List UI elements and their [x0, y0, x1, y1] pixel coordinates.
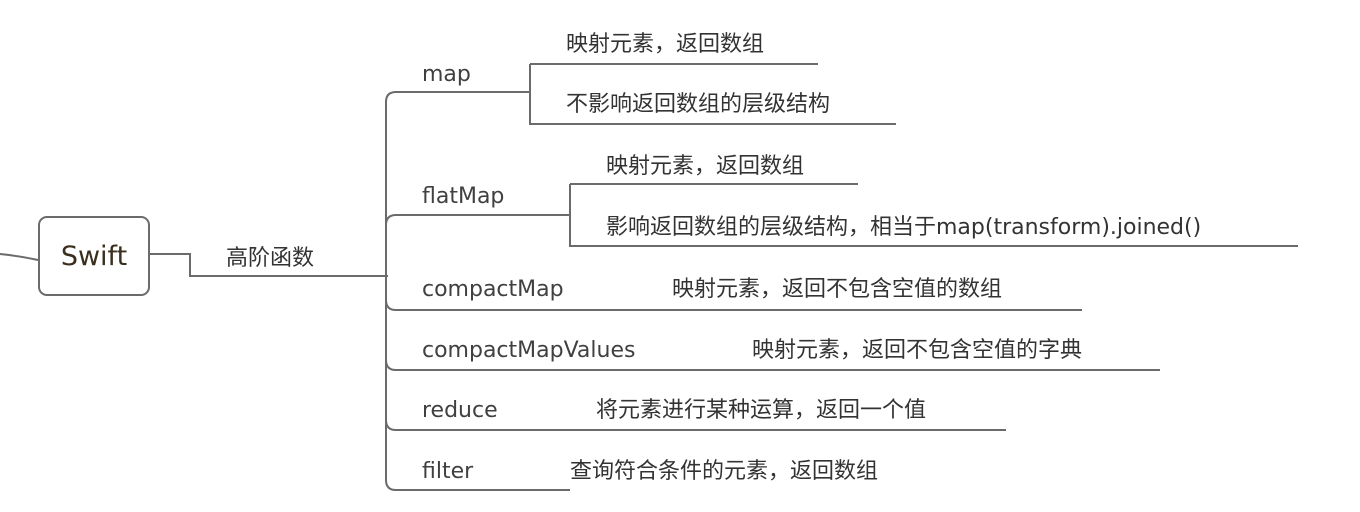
note-flatmap-1: 映射元素，返回数组 — [606, 154, 805, 179]
child-node-compactmap[interactable]: compactMap — [422, 277, 564, 302]
child-node-reduce[interactable]: reduce — [422, 398, 498, 423]
note-map-1: 映射元素，返回数组 — [566, 32, 765, 57]
child-node-flatmap[interactable]: flatMap — [422, 184, 505, 209]
root-node-swift[interactable]: Swift — [38, 216, 150, 296]
note-flatmap-2: 影响返回数组的层级结构，相当于map(transform).joined() — [606, 215, 1202, 240]
child-node-filter[interactable]: filter — [422, 459, 474, 484]
branch-node-higher-order-functions[interactable]: 高阶函数 — [226, 246, 315, 271]
note-reduce: 将元素进行某种运算，返回一个值 — [596, 398, 927, 423]
note-map-2: 不影响返回数组的层级结构 — [566, 92, 831, 117]
root-node-label: Swift — [60, 240, 128, 272]
note-compactmapvalues: 映射元素，返回不包含空值的字典 — [752, 338, 1083, 363]
note-compactmap: 映射元素，返回不包含空值的数组 — [672, 277, 1003, 302]
note-filter: 查询符合条件的元素，返回数组 — [570, 459, 879, 484]
child-node-compactmapvalues[interactable]: compactMapValues — [422, 338, 636, 363]
child-node-map[interactable]: map — [422, 62, 471, 87]
